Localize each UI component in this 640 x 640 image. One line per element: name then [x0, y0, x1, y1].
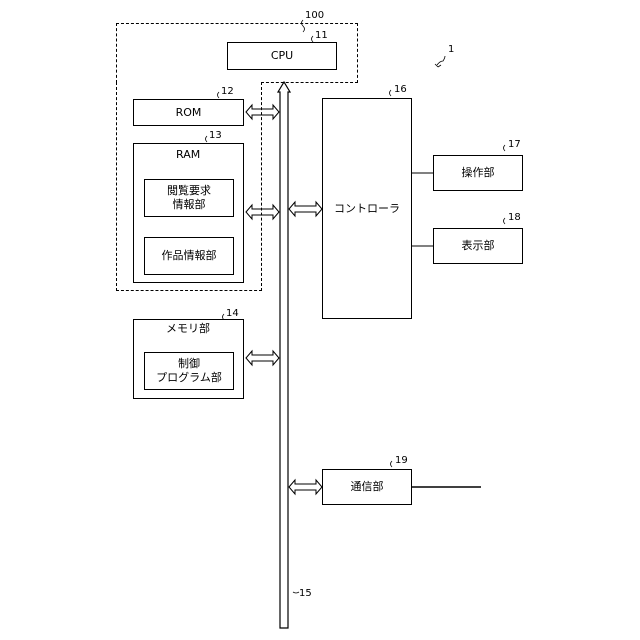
cpu-memory-group-boundary-step	[261, 82, 358, 83]
work-info-block: 作品情報部	[144, 237, 234, 275]
control-program-line1: 制御	[178, 357, 200, 371]
cpu-label: CPU	[271, 49, 293, 63]
bus-ref: 15	[299, 588, 312, 600]
browse-request-line2: 情報部	[173, 198, 206, 212]
control-program-block: 制御 プログラム部	[144, 352, 234, 390]
controller-bus-arrow	[289, 202, 322, 216]
browse-request-info-block: 閲覧要求 情報部	[144, 179, 234, 217]
memory-label: メモリ部	[166, 322, 210, 336]
system-bus	[278, 82, 290, 628]
ram-label: RAM	[176, 148, 200, 162]
work-info-label: 作品情報部	[162, 249, 217, 263]
rom-block: ROM	[133, 99, 244, 126]
display-block: 表示部	[433, 228, 523, 264]
controller-block: コントローラ	[322, 98, 412, 319]
display-label: 表示部	[462, 239, 495, 253]
communication-label: 通信部	[351, 480, 384, 494]
operation-ref: 17	[508, 139, 521, 151]
rom-label: ROM	[176, 106, 202, 120]
control-program-line2: プログラム部	[156, 371, 222, 385]
ram-ref: 13	[209, 130, 222, 142]
cpu-ref: 11	[315, 30, 328, 42]
memory-bus-arrow	[246, 351, 279, 365]
comm-bus-arrow	[289, 480, 322, 494]
operation-block: 操作部	[433, 155, 523, 191]
comm-ref: 19	[395, 455, 408, 467]
rom-ref: 12	[221, 86, 234, 98]
operation-label: 操作部	[462, 166, 495, 180]
communication-block: 通信部	[322, 469, 412, 505]
controller-label: コントローラ	[334, 202, 400, 216]
display-ref: 18	[508, 212, 521, 224]
controller-ref: 16	[394, 84, 407, 96]
group-ref: 100	[305, 10, 324, 22]
figure-ref: 1	[448, 44, 454, 56]
cpu-block: CPU	[227, 42, 337, 70]
browse-request-line1: 閲覧要求	[167, 184, 211, 198]
